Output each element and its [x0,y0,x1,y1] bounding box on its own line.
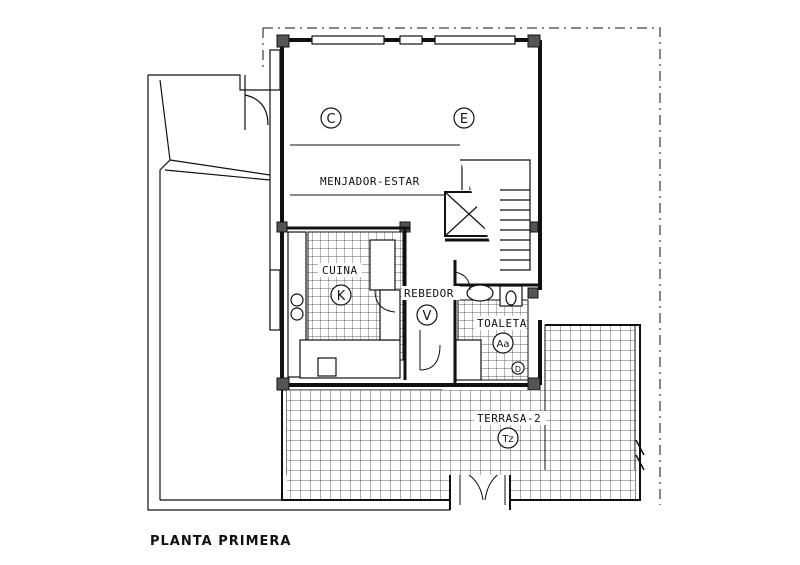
tag-d-text: D [515,365,521,374]
tag-v: V [416,304,438,326]
room-label-rebedor: REBEDOR [404,287,454,300]
left-building-outline [147,74,450,511]
tag-e: E [453,107,475,129]
door-swings [374,271,506,505]
ceiling-beams [290,144,460,196]
tag-d: D [511,361,525,375]
tag-tz: Tz [497,427,519,449]
window-frames [269,35,516,331]
room-label-cuina: CUINA [322,264,358,277]
room-label-menjador-estar: MENJADOR-ESTAR [320,175,420,188]
interior-walls [287,226,540,385]
terrace-lower-left [287,470,450,500]
terrace-edges [281,324,641,510]
railing-marks [635,439,645,471]
tag-k-text: K [337,289,346,304]
tag-k: K [330,284,352,306]
tag-aa-text: Aa [497,339,510,350]
plan-title: PLANTA PRIMERA [150,534,291,549]
property-boundary [262,27,661,505]
stairwell [444,159,531,271]
kitchen-counters [287,231,401,379]
room-label-terrasa: TERRASA-2 [477,412,541,425]
tag-aa: Aa [492,332,514,354]
room-label-toaleta: TOALETA [477,317,527,330]
tag-e-text: E [460,112,468,127]
tag-tz-text: Tz [501,434,513,445]
tag-v-text: V [423,309,432,324]
tag-c: C [320,107,342,129]
terrace-lower-right [510,470,635,500]
tag-c-text: C [326,112,335,127]
